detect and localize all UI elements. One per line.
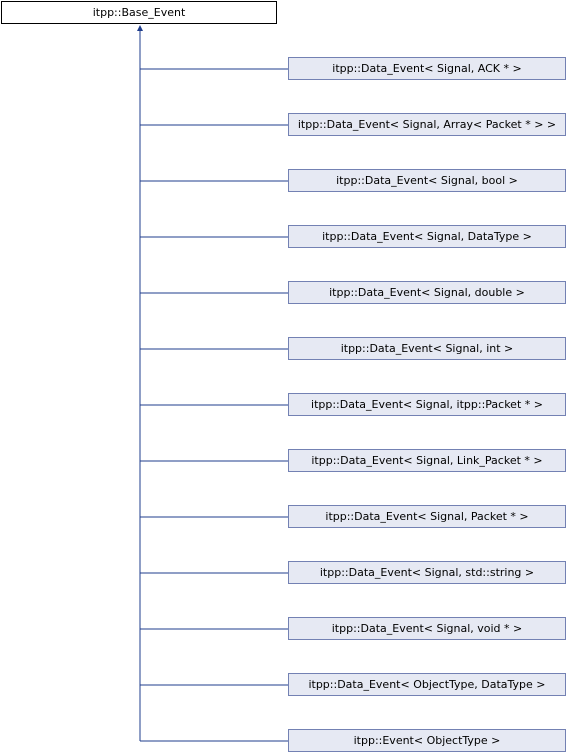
derived-class-node[interactable]: itpp::Data_Event< Signal, std::string >	[288, 561, 566, 584]
derived-class-label: itpp::Data_Event< Signal, Link_Packet * …	[311, 454, 543, 467]
derived-class-node[interactable]: itpp::Data_Event< Signal, Link_Packet * …	[288, 449, 566, 472]
derived-class-label: itpp::Data_Event< Signal, std::string >	[319, 566, 535, 579]
derived-class-node[interactable]: itpp::Data_Event< Signal, double >	[288, 281, 566, 304]
derived-class-node[interactable]: itpp::Data_Event< Signal, Array< Packet …	[288, 113, 566, 136]
derived-class-label: itpp::Data_Event< Signal, itpp::Packet *…	[311, 398, 543, 411]
derived-class-label: itpp::Data_Event< Signal, void * >	[331, 622, 523, 635]
derived-class-node[interactable]: itpp::Data_Event< Signal, Packet * >	[288, 505, 566, 528]
derived-class-label: itpp::Data_Event< Signal, ACK * >	[332, 62, 522, 75]
branch-lines	[140, 68, 288, 742]
derived-class-node[interactable]: itpp::Data_Event< Signal, itpp::Packet *…	[288, 393, 566, 416]
derived-class-node[interactable]: itpp::Data_Event< Signal, void * >	[288, 617, 566, 640]
base-class-node[interactable]: itpp::Base_Event	[1, 1, 277, 24]
derived-class-label: itpp::Data_Event< Signal, double >	[329, 286, 525, 299]
derived-class-node[interactable]: itpp::Event< ObjectType >	[288, 729, 566, 752]
derived-class-label: itpp::Data_Event< Signal, Packet * >	[325, 510, 529, 523]
derived-class-label: itpp::Data_Event< ObjectType, DataType >	[308, 678, 546, 691]
derived-class-node[interactable]: itpp::Data_Event< Signal, DataType >	[288, 225, 566, 248]
derived-class-node[interactable]: itpp::Data_Event< ObjectType, DataType >	[288, 673, 566, 696]
derived-class-label: itpp::Data_Event< Signal, bool >	[336, 174, 518, 187]
derived-class-label: itpp::Data_Event< Signal, DataType >	[322, 230, 532, 243]
base-class-label: itpp::Base_Event	[92, 6, 186, 19]
derived-class-label: itpp::Event< ObjectType >	[353, 734, 501, 747]
derived-class-node[interactable]: itpp::Data_Event< Signal, bool >	[288, 169, 566, 192]
derived-class-node[interactable]: itpp::Data_Event< Signal, ACK * >	[288, 57, 566, 80]
inheritance-arrowhead	[137, 25, 143, 31]
derived-class-label: itpp::Data_Event< Signal, Array< Packet …	[297, 118, 557, 131]
derived-class-node[interactable]: itpp::Data_Event< Signal, int >	[288, 337, 566, 360]
derived-class-label: itpp::Data_Event< Signal, int >	[340, 342, 514, 355]
